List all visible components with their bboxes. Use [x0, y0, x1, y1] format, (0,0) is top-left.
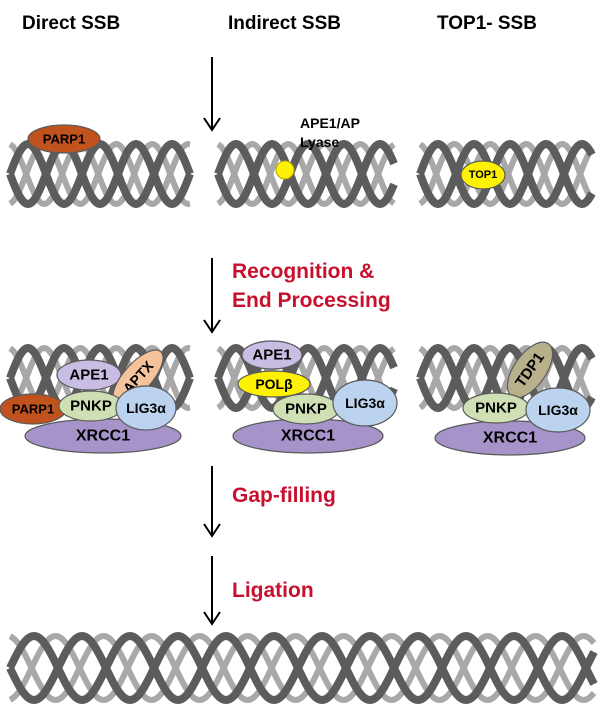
dna-helix-repaired	[6, 631, 598, 705]
protein-lig3a-direct-label: LIG3α	[126, 400, 166, 416]
annotation-lyase: Lyase	[300, 134, 339, 150]
step-label-end-processing: End Processing	[232, 289, 391, 312]
dna-strand	[418, 140, 595, 208]
protein-pnkp-direct: PNKP	[58, 390, 124, 422]
dna-helix-direct-ssb	[6, 139, 194, 209]
protein-pnkp-direct-label: PNKP	[70, 398, 112, 415]
protein-pnkp-indirect-label: PNKP	[285, 401, 327, 418]
dna-strand	[8, 632, 597, 704]
dna-strand	[6, 139, 194, 209]
dna-strand	[8, 632, 597, 704]
protein-pnkp-top1-label: PNKP	[475, 400, 517, 417]
arrow-gap-filling	[203, 466, 221, 538]
protein-lig3a-indirect-shape	[332, 379, 398, 427]
ape1-lyase-site-marker	[275, 160, 295, 180]
dna-strand	[418, 344, 595, 412]
protein-xrcc1-direct-label: XRCC1	[76, 428, 130, 445]
step-label-gap-filling: Gap-filling	[232, 484, 336, 507]
column-title-direct-ssb: Direct SSB	[22, 13, 120, 34]
protein-lig3a-direct: LIG3α	[115, 385, 177, 431]
protein-top1-site: TOP1	[460, 160, 506, 190]
protein-top1-site-shape	[460, 160, 506, 190]
protein-pnkp-top1: PNKP	[462, 392, 530, 424]
protein-polb-indirect-shape	[237, 370, 311, 398]
protein-polb-indirect: POLβ	[237, 370, 311, 398]
column-title-top1-ssb: TOP1- SSB	[437, 13, 537, 34]
protein-parp1-direct: PARP1	[27, 124, 101, 154]
arrow-damage	[203, 57, 221, 132]
dna-strand	[214, 139, 398, 209]
protein-xrcc1-top1-label: XRCC1	[483, 430, 537, 447]
protein-lig3a-indirect: LIG3α	[332, 379, 398, 427]
protein-lig3a-direct-shape	[115, 385, 177, 431]
dna-strand	[214, 139, 398, 209]
protein-ape1-direct: APE1	[56, 359, 122, 391]
protein-polb-indirect-label: POLβ	[255, 376, 293, 392]
protein-parp1-complex: PARP1	[0, 393, 67, 425]
protein-lig3a-top1-shape	[525, 387, 591, 433]
arrow-ligation	[203, 556, 221, 626]
protein-top1-site-label: TOP1	[469, 169, 498, 181]
arrow-recognition	[203, 258, 221, 334]
dna-strand	[6, 631, 598, 705]
protein-pnkp-indirect: PNKP	[272, 393, 340, 425]
dna-helix-top1-ssb	[416, 139, 596, 209]
dna-strand	[416, 343, 596, 413]
dna-strand	[216, 140, 396, 208]
protein-parp1-complex-label: PARP1	[12, 402, 54, 417]
protein-lig3a-top1-label: LIG3α	[538, 402, 578, 418]
protein-lig3a-indirect-label: LIG3α	[345, 395, 385, 411]
step-label-ligation: Ligation	[232, 579, 314, 602]
annotation-ape1-ap: APE1/AP	[300, 115, 360, 131]
column-title-indirect-ssb: Indirect SSB	[228, 13, 341, 34]
protein-ape1-indirect-shape	[241, 340, 303, 370]
dna-helix-indirect-ssb	[214, 139, 398, 209]
protein-xrcc1-indirect: XRCC1	[232, 418, 384, 454]
protein-lig3a-top1: LIG3α	[525, 387, 591, 433]
protein-ape1-indirect-label: APE1	[252, 347, 291, 364]
dna-strand	[6, 139, 194, 209]
protein-ape1-indirect: APE1	[241, 340, 303, 370]
protein-parp1-direct-shape	[27, 124, 101, 154]
protein-ape1-direct-label: APE1	[69, 367, 108, 384]
dna-strand	[418, 140, 595, 208]
protein-parp1-direct-label: PARP1	[43, 132, 85, 147]
protein-xrcc1-indirect-label: XRCC1	[281, 428, 335, 445]
step-label-recognition: Recognition &	[232, 260, 374, 283]
dna-strand	[416, 139, 596, 209]
